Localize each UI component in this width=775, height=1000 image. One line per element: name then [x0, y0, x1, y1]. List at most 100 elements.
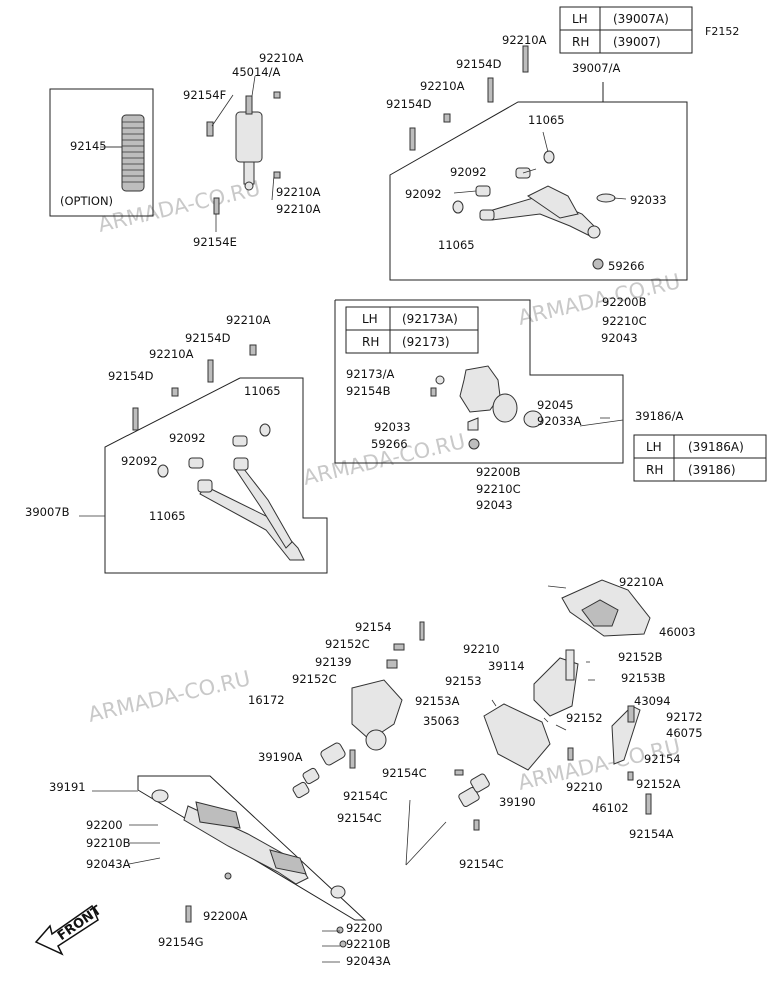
part-label: 92154 — [644, 752, 681, 766]
part-label: 92154D — [386, 97, 432, 111]
part-label: 92154 — [355, 620, 392, 634]
part-label: 92092 — [450, 165, 487, 179]
part-label: 92154D — [185, 331, 231, 345]
table-cell: RH — [362, 335, 379, 349]
part-label: 92154D — [456, 57, 502, 71]
leader-line — [543, 717, 549, 723]
steering-column — [483, 649, 652, 815]
lower-a-arm-group — [104, 344, 328, 574]
option-box: (OPTION) — [49, 88, 154, 217]
part-label: 92210A — [149, 347, 194, 361]
part-label: 92200 — [86, 818, 123, 832]
part-label: 92153B — [621, 671, 666, 685]
part-label: 92154C — [459, 857, 504, 871]
part-label: 92033 — [630, 193, 667, 207]
table-cell: (92173) — [402, 335, 450, 349]
part-label: 92154A — [629, 827, 674, 841]
part-label: 43094 — [634, 694, 671, 708]
part-label: 92154C — [382, 766, 427, 780]
part-label: 92210A — [259, 51, 304, 65]
part-label: 92210 — [463, 642, 500, 656]
watermark: ARMADA-CO.RU — [516, 269, 683, 330]
steering-gear — [292, 621, 490, 866]
part-label: 92154F — [183, 88, 226, 102]
part-label: 92210 — [566, 780, 603, 794]
part-label: 92092 — [169, 431, 206, 445]
steering-rack-group — [137, 775, 367, 948]
part-label: 11065 — [244, 384, 281, 398]
shock-absorber — [206, 75, 281, 232]
part-label: 92210B — [86, 836, 131, 850]
part-label: 92172 — [666, 710, 703, 724]
table-cell: (39007) — [613, 35, 661, 49]
table-39007: LH (39007A) RH (39007) — [559, 6, 693, 54]
part-label: 92152B — [618, 650, 663, 664]
part-label: 92145 — [70, 139, 107, 153]
watermark: ARMADA-CO.RU — [96, 176, 263, 237]
part-label: 35063 — [423, 714, 460, 728]
part-label: 92045 — [537, 398, 574, 412]
part-label: 39007B — [25, 505, 70, 519]
part-label: 39190A — [258, 750, 303, 764]
part-label: 92200B — [602, 295, 647, 309]
part-label: 92043A — [86, 857, 131, 871]
table-cell: RH — [646, 463, 663, 477]
part-label: 92152C — [292, 672, 337, 686]
part-label: 92210B — [346, 937, 391, 951]
leader-line — [491, 699, 497, 707]
part-label: 92043 — [601, 331, 638, 345]
part-label: 92154E — [193, 235, 237, 249]
part-label: 92154D — [108, 369, 154, 383]
part-label: 46102 — [592, 801, 629, 815]
part-label: 92139 — [315, 655, 352, 669]
part-label: 92200 — [346, 921, 383, 935]
front-label: FRONT — [55, 903, 104, 944]
steering-wheel — [561, 579, 651, 637]
leader-line — [128, 857, 161, 865]
part-label: 11065 — [528, 113, 565, 127]
part-label: 92092 — [121, 454, 158, 468]
part-label: 39007/A — [572, 61, 620, 75]
part-label: 92210A — [420, 79, 465, 93]
part-label: 16172 — [248, 693, 285, 707]
part-label: 39186/A — [635, 409, 683, 423]
part-label: 92152 — [566, 711, 603, 725]
part-label: 92200A — [203, 909, 248, 923]
part-label: 92210A — [276, 185, 321, 199]
table-92173: LH (92173A) RH (92173) — [345, 306, 479, 354]
part-label: 92043A — [346, 954, 391, 968]
part-label: 59266 — [608, 259, 645, 273]
part-label: 92200B — [476, 465, 521, 479]
upper-a-arm-group — [389, 45, 688, 281]
part-label: 92154G — [158, 935, 204, 949]
part-label: 92154B — [346, 384, 391, 398]
table-cell: RH — [572, 35, 589, 49]
part-label: 92154C — [337, 811, 382, 825]
part-label: 92092 — [405, 187, 442, 201]
part-label: 92033A — [537, 414, 582, 428]
figure-code: F2152 — [705, 25, 739, 38]
part-label: 92173/A — [346, 367, 394, 381]
part-label: 39191 — [49, 780, 86, 794]
part-label: 92043 — [476, 498, 513, 512]
part-label: 92210A — [619, 575, 664, 589]
part-label: 11065 — [149, 509, 186, 523]
table-cell: (39186) — [688, 463, 736, 477]
part-label: 92153A — [415, 694, 460, 708]
part-label: 92153 — [445, 674, 482, 688]
part-label: 39190 — [499, 795, 536, 809]
front-arrow: FRONT — [34, 903, 104, 956]
part-label: 46075 — [666, 726, 703, 740]
part-label: 46003 — [659, 625, 696, 639]
part-label: 92210A — [226, 313, 271, 327]
part-label: 92152A — [636, 777, 681, 791]
part-label: 92152C — [325, 637, 370, 651]
part-label: 92210A — [276, 202, 321, 216]
part-label: 39114 — [488, 659, 525, 673]
part-label: 59266 — [371, 437, 408, 451]
knuckle-group — [334, 299, 624, 464]
leader-line — [547, 585, 567, 589]
table-cell: (39007A) — [613, 12, 669, 26]
part-label: 92033 — [374, 420, 411, 434]
